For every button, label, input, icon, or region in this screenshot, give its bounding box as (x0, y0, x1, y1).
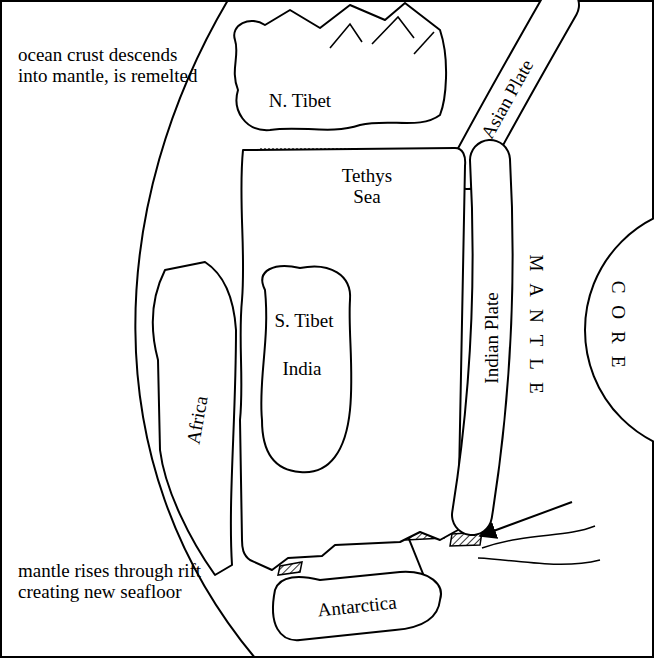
landmass-shape: S. TibetIndia (252, 258, 358, 478)
note-text: ocean crust descends into mantle, is rem… (18, 44, 204, 86)
region-label: MANTLE (526, 254, 547, 405)
node-label: N. Tibet (269, 90, 331, 111)
landmass-shape: Africa (145, 255, 240, 580)
note-text: mantle rises through rift creating new s… (18, 560, 210, 602)
landmass-shape: Tethys Sea S. TibetIndia (236, 140, 471, 580)
landmass-shape: N. Tibet (222, 0, 458, 140)
node-label: Tethys Sea (334, 165, 400, 207)
ridge-line (478, 558, 600, 564)
plate-band: Indian Plate (460, 138, 520, 538)
core-circle: CORE (585, 205, 654, 455)
node-label: India (282, 358, 321, 379)
node-label: CORE (608, 281, 629, 380)
landmass-shape: Antarctica (265, 565, 450, 645)
node-label: Indian Plate (481, 292, 502, 383)
node-label: S. Tibet (274, 310, 333, 331)
node-outline (222, 0, 458, 140)
